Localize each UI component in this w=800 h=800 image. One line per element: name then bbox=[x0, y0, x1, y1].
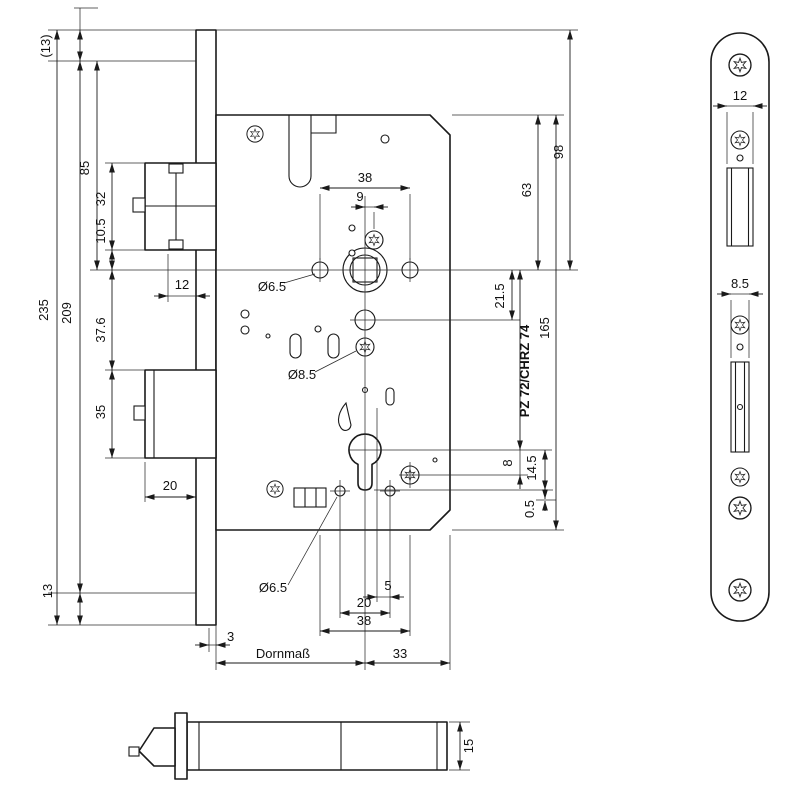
dim-37-6: 37.6 bbox=[93, 317, 108, 342]
deadbolt-pin bbox=[133, 405, 146, 421]
dim-98: 98 bbox=[551, 145, 566, 159]
lock-case-outline bbox=[215, 114, 451, 531]
dim-209: 209 bbox=[59, 302, 74, 324]
deadbolt bbox=[133, 369, 217, 459]
dim-20-bottom: 20 bbox=[357, 595, 371, 610]
dim-10-5: 10.5 bbox=[93, 218, 108, 243]
bottom-view: 15 bbox=[128, 712, 476, 780]
spring-channel bbox=[288, 115, 312, 188]
dimension-lines bbox=[54, 30, 573, 666]
dim-235: 235 bbox=[36, 299, 51, 321]
dim-85: 85 bbox=[77, 161, 92, 175]
dim-8-5-faceplate: 8.5 bbox=[731, 276, 749, 291]
bottom-view-dims: 15 bbox=[449, 721, 476, 771]
slot-right bbox=[327, 333, 340, 359]
latch-tip bbox=[138, 727, 176, 767]
slot-left bbox=[289, 333, 302, 359]
top-notch bbox=[311, 115, 337, 134]
latch-tip-pin bbox=[128, 746, 140, 757]
lever bbox=[337, 401, 352, 431]
dim-5-bottom: 5 bbox=[384, 578, 391, 593]
dim-33: 33 bbox=[393, 646, 407, 661]
main-view: (13) 235 209 85 32 10.5 37.6 35 12 20 13… bbox=[36, 7, 578, 670]
faceplate-edge-view bbox=[174, 712, 188, 780]
dim-38-bottom: 38 bbox=[357, 613, 371, 628]
dim-0-5: 0.5 bbox=[522, 500, 537, 518]
label-d6-5-bottom: Ø6.5 bbox=[259, 580, 287, 595]
dim-165: 165 bbox=[537, 317, 552, 339]
deadbolt-opening bbox=[730, 361, 750, 453]
bottom-box bbox=[293, 487, 327, 508]
dim-35: 35 bbox=[93, 405, 108, 419]
faceplate-dims: 12 8.5 bbox=[713, 88, 767, 358]
dim-12-faceplate: 12 bbox=[733, 88, 747, 103]
dim-63: 63 bbox=[519, 183, 534, 197]
latch-bolt bbox=[132, 162, 217, 251]
dim-21-5: 21.5 bbox=[492, 283, 507, 308]
dimension-labels: (13) 235 209 85 32 10.5 37.6 35 12 20 13… bbox=[36, 34, 566, 661]
dim-dornmass: Dornmaß bbox=[256, 646, 310, 661]
latch-pin bbox=[132, 197, 146, 213]
leader-d6-5-bottom bbox=[287, 496, 338, 586]
dim-13-top: (13) bbox=[38, 34, 53, 57]
leader-d6-5-mid bbox=[283, 273, 316, 284]
dim-13-bottom: 13 bbox=[40, 584, 55, 598]
dim-3: 3 bbox=[227, 629, 234, 644]
lock-body-edge-view bbox=[186, 721, 448, 771]
label-d8-5: Ø8.5 bbox=[288, 367, 316, 382]
dim-32: 32 bbox=[93, 192, 108, 206]
dim-pz-72-chrz-74: PZ 72/CHRZ 74 bbox=[517, 324, 532, 417]
dim-8: 8 bbox=[500, 459, 515, 466]
label-d6-5-mid: Ø6.5 bbox=[258, 279, 286, 294]
dim-9: 9 bbox=[356, 189, 363, 204]
dim-12-latch: 12 bbox=[175, 277, 189, 292]
dim-14-5: 14.5 bbox=[524, 455, 539, 480]
faceplate-front-view: 12 8.5 bbox=[710, 32, 770, 622]
dim-15: 15 bbox=[461, 739, 476, 753]
leader-d8-5 bbox=[314, 350, 357, 373]
dim-20-deadbolt: 20 bbox=[163, 478, 177, 493]
dim-38-top: 38 bbox=[358, 170, 372, 185]
latch-opening bbox=[726, 167, 754, 247]
faceplate-side bbox=[195, 29, 217, 626]
extension-lines bbox=[48, 7, 578, 670]
main-view-geometry bbox=[132, 29, 451, 626]
